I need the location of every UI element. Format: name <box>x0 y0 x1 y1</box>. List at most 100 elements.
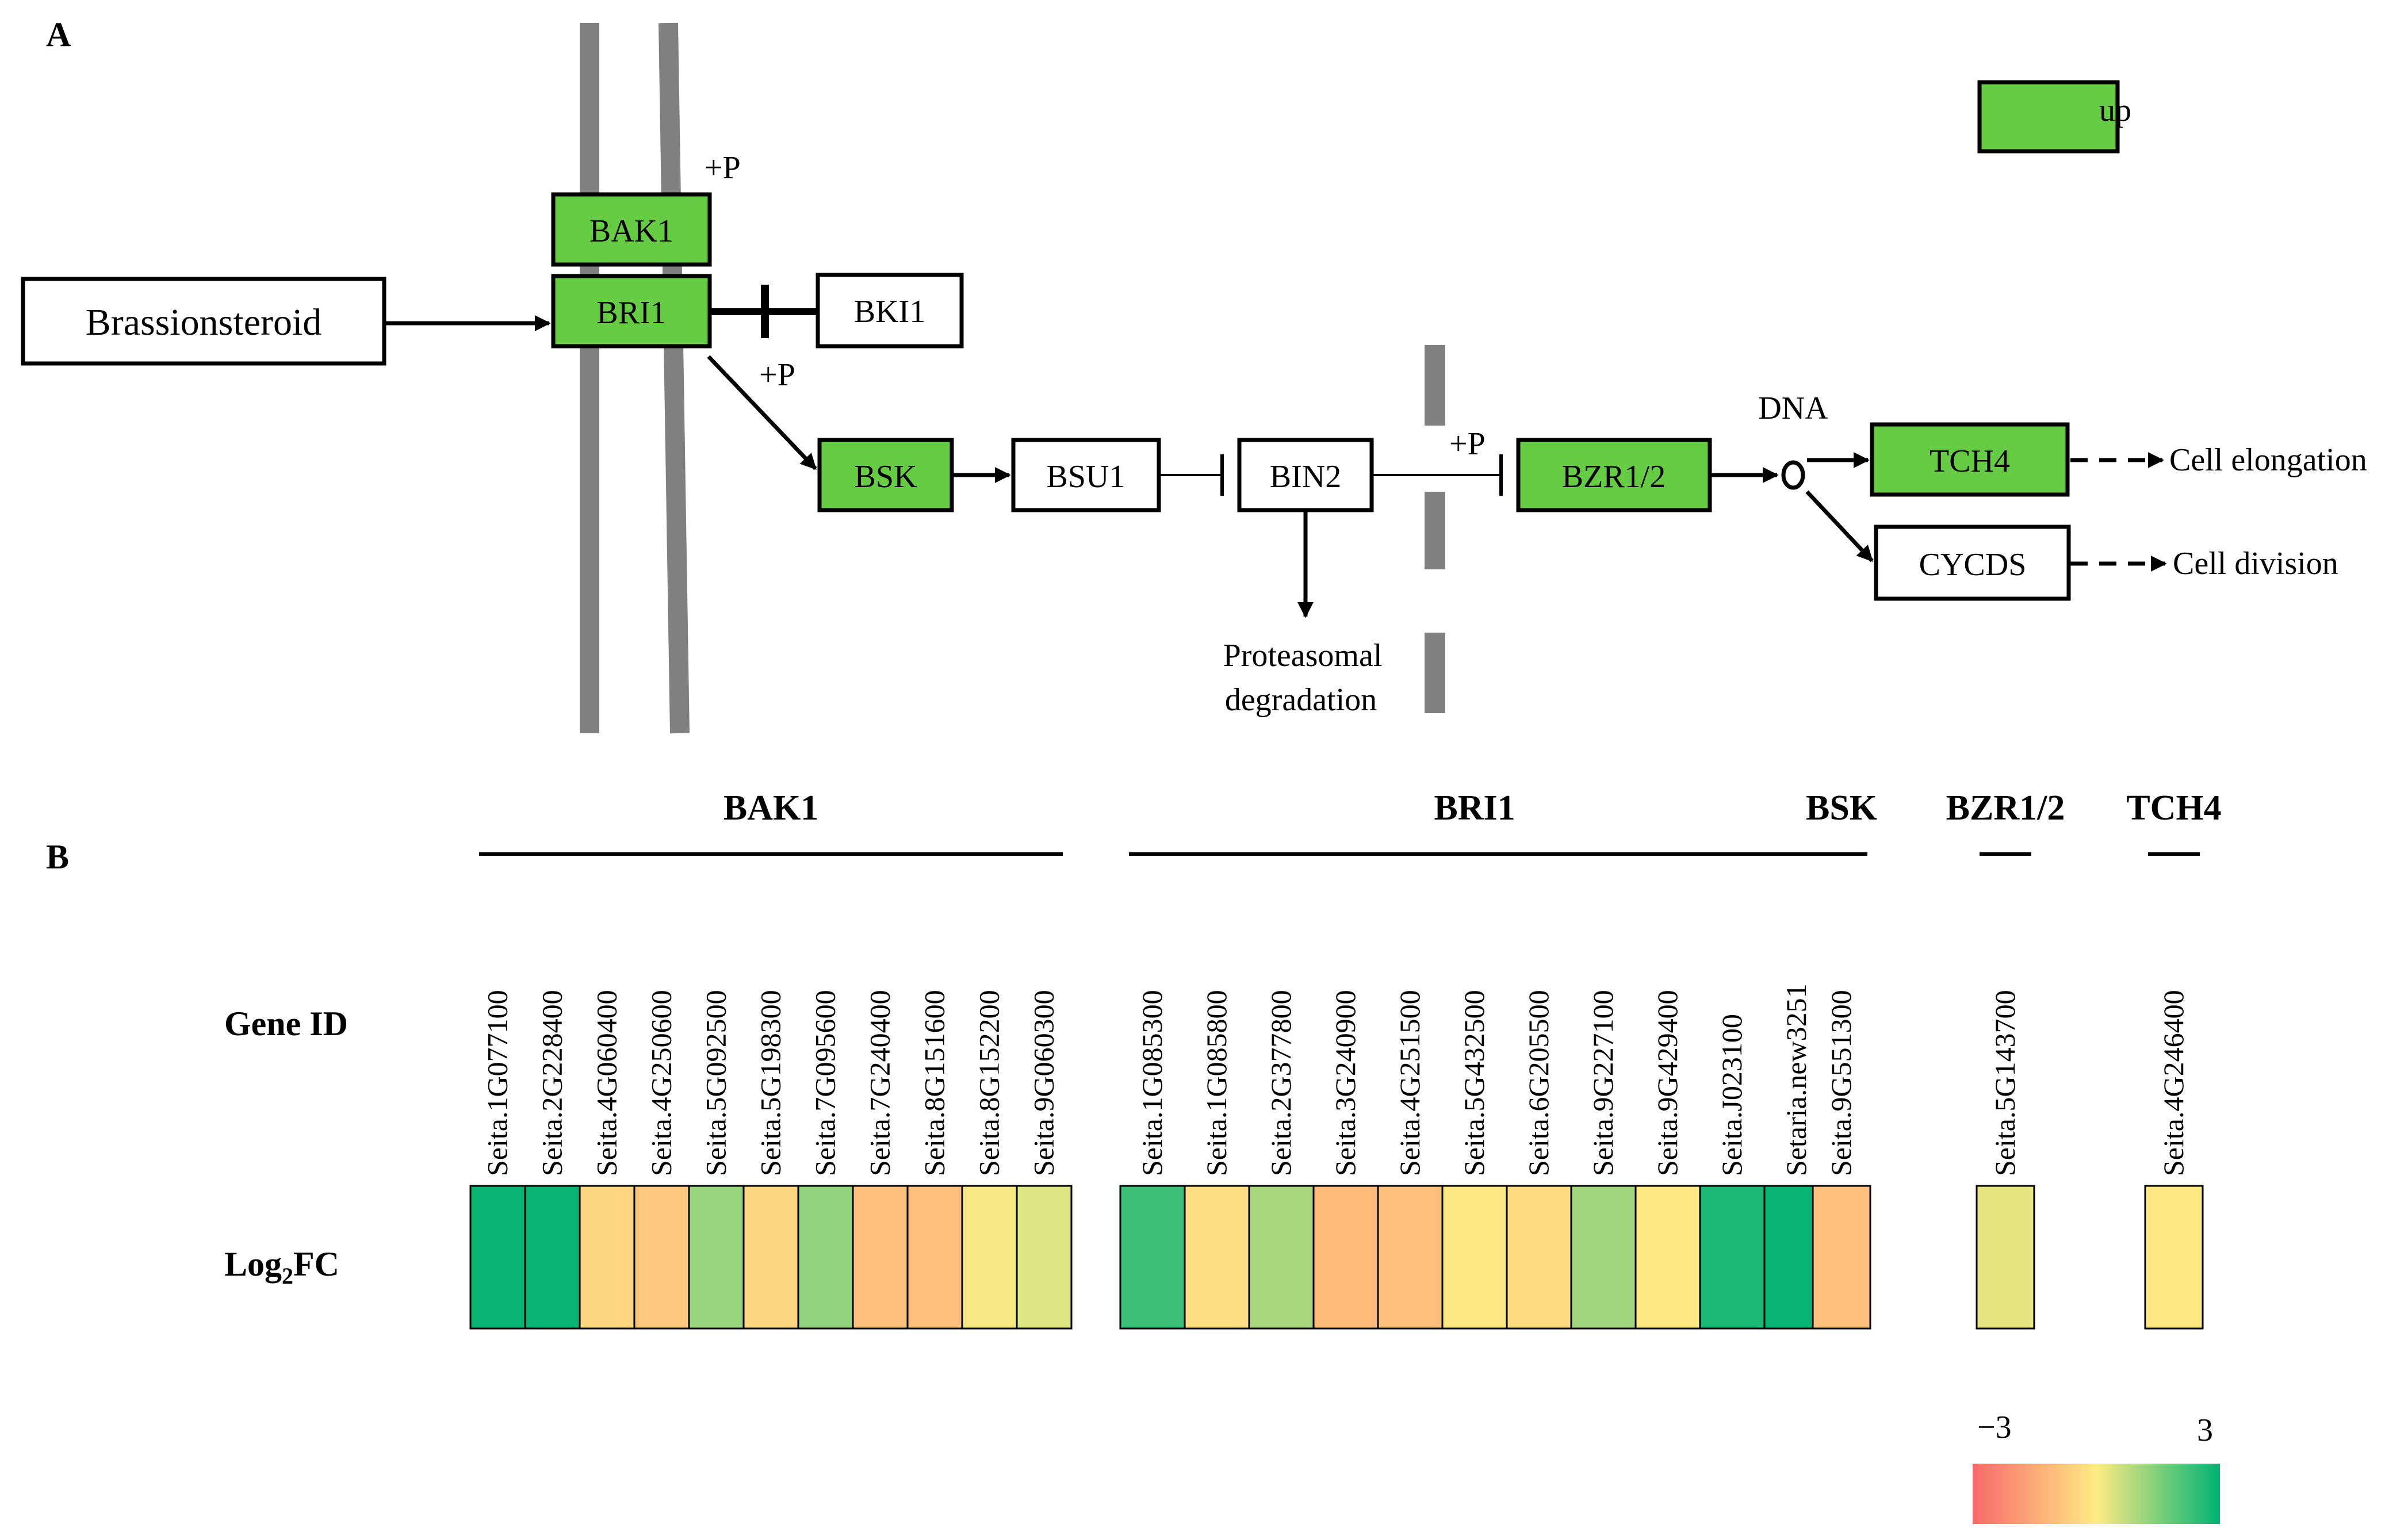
gene-id-label: Seita.4G250600 <box>645 990 677 1176</box>
gene-id-label: Seita.1G085800 <box>1200 990 1232 1176</box>
arrow-dna-cycds <box>1805 490 1874 562</box>
color-scale-bar <box>1973 1464 2220 1524</box>
node-bri1-label: BRI1 <box>596 295 666 331</box>
heatmap-cell <box>1016 1185 1073 1330</box>
legend-up-label: up <box>2099 93 2131 128</box>
gene-id-label: Seita.J023100 <box>1716 1014 1748 1176</box>
gene-id-label: Seita.2G377800 <box>1265 990 1297 1176</box>
gene-id-label: Seita.6G205500 <box>1522 990 1555 1176</box>
heatmap-cell <box>2144 1185 2204 1330</box>
heatmap-cell <box>1634 1185 1701 1330</box>
gene-id-label: Seita.8G152200 <box>973 990 1005 1176</box>
group-title-bak1: BAK1 <box>723 788 818 828</box>
plasma-membrane-line-2 <box>659 22 690 734</box>
node-cycds-label: CYCDS <box>1919 547 2027 583</box>
heatmap-cell <box>469 1185 526 1330</box>
gene-id-label: Seita.4G246400 <box>2157 990 2189 1176</box>
heatmap-cell <box>1184 1185 1250 1330</box>
node-bzr-label: BZR1/2 <box>1562 459 1666 495</box>
panel-label-a: A <box>46 16 71 53</box>
gene-id-label: Seita.4G251500 <box>1393 990 1426 1176</box>
gene-id-label: Seita.7G240400 <box>864 990 896 1176</box>
heatmap-cell <box>1976 1185 2035 1330</box>
legend-up-swatch <box>1977 80 2120 154</box>
row-label-log-suffix: FC <box>293 1245 339 1283</box>
dna-label: DNA <box>1758 391 1828 426</box>
heatmap-cell <box>524 1185 581 1330</box>
gene-id-label: Seita.5G432500 <box>1458 990 1490 1176</box>
heatmap-cell <box>742 1185 799 1330</box>
heatmap-cell <box>1570 1185 1637 1330</box>
heatmap-cell <box>1312 1185 1379 1330</box>
gene-id-label: Seita.1G077100 <box>481 990 514 1176</box>
group-title-tch4: TCH4 <box>2126 788 2221 828</box>
node-brassinosteroid-box <box>21 277 386 366</box>
heatmap-cell <box>1119 1185 1186 1330</box>
row-label-gene-id: Gene ID <box>224 1005 348 1043</box>
heatmap-cell <box>633 1185 690 1330</box>
group-title-bzr12: BZR1/2 <box>1946 788 2065 828</box>
group-title-bri1: BRI1 <box>1434 788 1515 828</box>
node-bsk-label: BSK <box>855 459 917 495</box>
heatmap-cell <box>961 1185 1018 1330</box>
gene-id-label: Seita.5G143700 <box>1989 990 2021 1176</box>
node-tch4-box <box>1870 422 2070 497</box>
gene-id-label: Seita.9G227100 <box>1587 990 1619 1176</box>
dna-node <box>1781 460 1805 490</box>
color-scale-max: 3 <box>2197 1412 2213 1448</box>
gene-id-label: Seita.5G198300 <box>755 990 787 1176</box>
node-bak1-label: BAK1 <box>589 213 673 249</box>
node-bsu1-box <box>1011 438 1161 512</box>
heatmap-cell <box>1812 1185 1871 1330</box>
row-label-log2fc: Log2FC <box>224 1245 339 1289</box>
node-cycds-box <box>1874 525 2071 601</box>
row-label-log-subscript: 2 <box>282 1263 293 1289</box>
cell-division-label: Cell division <box>2173 546 2338 581</box>
node-bak1-box <box>551 192 712 267</box>
heatmap-cell <box>797 1185 854 1330</box>
heatmap-cell <box>1441 1185 1508 1330</box>
node-brassinosteroid-label: Brassionsteroid <box>86 301 322 343</box>
gene-id-label: Setaria.new3251 <box>1780 983 1812 1176</box>
node-tch4-label: TCH4 <box>1930 443 2010 479</box>
gene-id-label: Seita.1G085300 <box>1136 990 1168 1176</box>
color-scale-min: −3 <box>1977 1410 2012 1445</box>
phospho-label-bak1: +P <box>705 150 741 186</box>
degradation-label-line1: Proteasomal <box>1223 638 1383 673</box>
gene-id-label: Seita.9G060300 <box>1028 990 1060 1176</box>
panel-label-b: B <box>46 838 69 876</box>
heatmap-cell <box>852 1185 909 1330</box>
node-bki1-label: BKI1 <box>854 294 925 330</box>
gene-id-label: Seita.3G240900 <box>1329 990 1361 1176</box>
node-bri1-box <box>551 274 712 349</box>
row-label-log-prefix: Log <box>224 1245 282 1283</box>
node-bin2-label: BIN2 <box>1270 459 1341 495</box>
gene-id-label: Seita.9G429400 <box>1651 990 1683 1176</box>
arrow-bri1-bsk <box>707 355 817 470</box>
heatmap-cell <box>1506 1185 1572 1330</box>
heatmap-cell <box>1377 1185 1444 1330</box>
gene-id-label: Seita.4G060400 <box>591 990 623 1176</box>
gene-id-label: Seita.7G095600 <box>809 990 841 1176</box>
heatmap-cell <box>688 1185 745 1330</box>
node-bsu1-label: BSU1 <box>1047 459 1125 495</box>
pathway-diagram: Brassionsteroid BAK1 BRI1 BKI1 BSK BSU1 … <box>21 22 2367 734</box>
gene-id-label: Seita.2G228400 <box>536 990 568 1176</box>
phospho-label-bsk: +P <box>759 357 795 393</box>
phospho-label-bzr: +P <box>1449 426 1486 462</box>
heatmap-cell <box>906 1185 963 1330</box>
gene-id-label: Seita.5G092500 <box>700 990 732 1176</box>
degradation-label-line2: degradation <box>1225 682 1377 718</box>
gene-id-label: Seita.9G551300 <box>1825 990 1857 1176</box>
gene-id-label: Seita.8G151600 <box>918 990 951 1176</box>
heatmap-cell <box>1248 1185 1315 1330</box>
heatmap-cell <box>579 1185 636 1330</box>
